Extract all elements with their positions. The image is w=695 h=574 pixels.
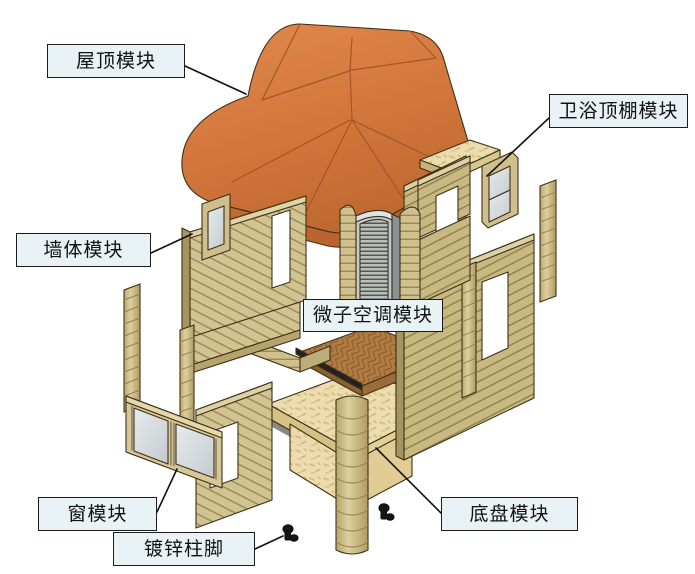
corner-post-right-shape: [461, 261, 477, 399]
callout-galvanized-column-base-label: 镀锌柱脚: [143, 537, 224, 560]
callout-wall-module-label: 墙体模块: [43, 238, 124, 261]
callout-micro-ac-module-label: 微子空调模块: [312, 304, 433, 326]
wall-module-front-left-shape: [195, 381, 273, 529]
callout-chassis-module[interactable]: 底盘模块: [441, 497, 578, 531]
callout-chassis-module-label: 底盘模块: [469, 502, 550, 525]
callout-window-module-label: 窗模块: [67, 502, 128, 525]
callout-wall-module[interactable]: 墙体模块: [16, 233, 151, 267]
leader-wall: [150, 233, 193, 254]
leader-chassis: [375, 447, 442, 514]
column-foot-b-shape: [282, 524, 299, 542]
leader-column-foot: [254, 535, 284, 550]
callout-micro-ac-module[interactable]: 微子空调模块: [303, 299, 443, 332]
window-module-shape: [125, 395, 223, 489]
callout-bathroom-ceiling-module[interactable]: 卫浴顶棚模块: [549, 94, 688, 128]
column-foot-a-shape: [378, 503, 395, 521]
bathroom-window-shape: [481, 151, 519, 229]
callout-bathroom-ceiling-module-label: 卫浴顶棚模块: [558, 99, 679, 122]
leader-window: [156, 468, 178, 513]
callout-window-module[interactable]: 窗模块: [38, 497, 157, 531]
callout-roof-module-label: 屋顶模块: [75, 49, 156, 72]
leader-bathroom-ceiling: [486, 117, 550, 177]
leader-roof: [184, 65, 247, 95]
window-panel-upper-left-shape: [201, 193, 231, 261]
leader-lines: [150, 65, 550, 550]
micro-ac-module-shape: [355, 209, 401, 312]
callout-roof-module[interactable]: 屋顶模块: [47, 44, 185, 78]
corner-post-left-shape: [123, 283, 141, 413]
column-post-center-shape: [335, 395, 369, 555]
detached-post-right-shape: [539, 179, 557, 303]
callout-galvanized-column-base[interactable]: 镀锌柱脚: [113, 532, 255, 566]
